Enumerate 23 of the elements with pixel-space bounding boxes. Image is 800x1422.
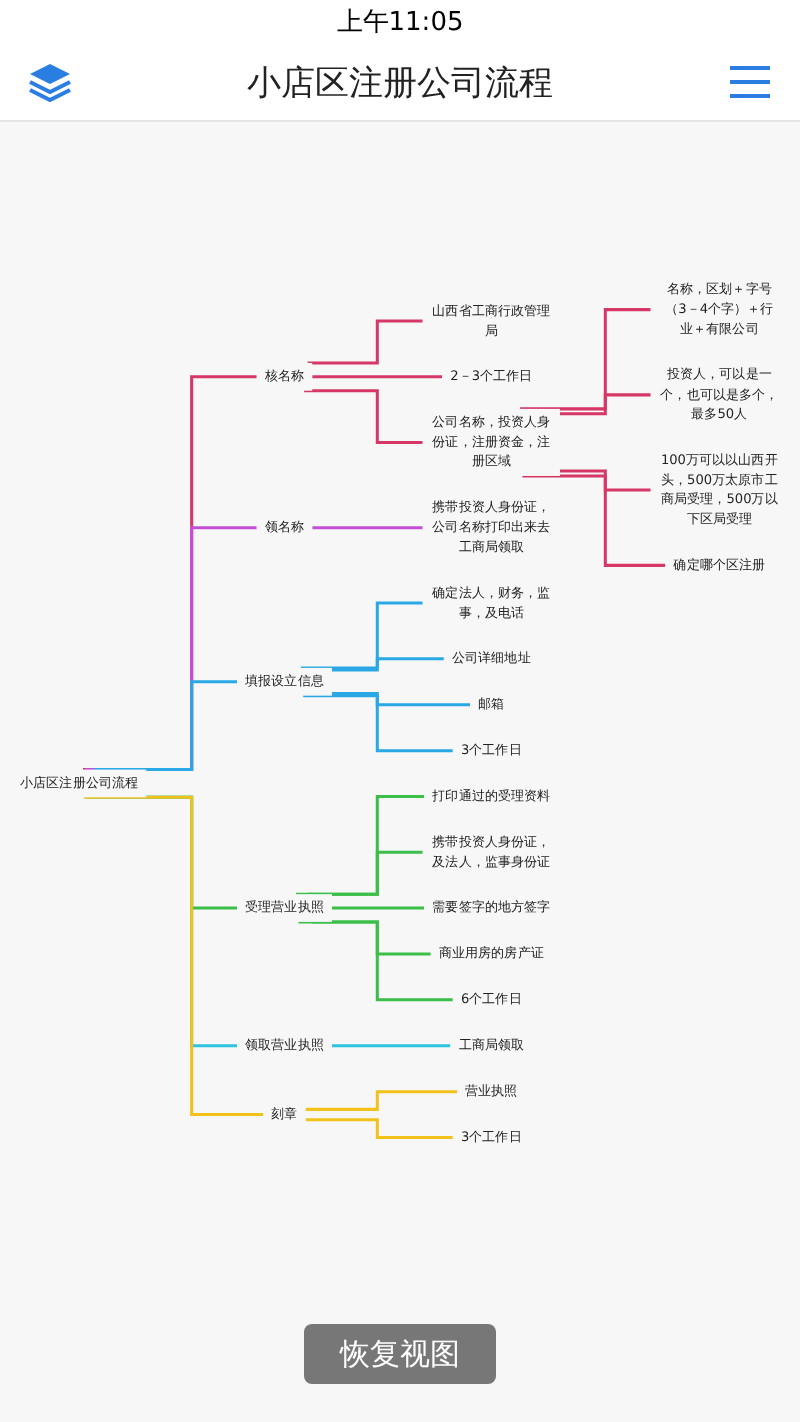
connector [305,1118,455,1140]
connector [300,601,425,670]
connector [303,694,455,753]
connector [312,526,425,530]
connector [305,1090,459,1112]
connector [331,1044,452,1048]
connector [304,389,425,445]
page-title: 小店区注册公司流程 [247,61,553,105]
connector [307,851,425,896]
status-time: 上午11:05 [336,6,464,40]
connector [559,469,653,492]
connector [94,680,239,772]
connector [331,692,472,707]
connector [520,308,653,411]
connector [312,375,444,379]
connector [331,906,426,910]
connector [559,393,653,416]
connector [522,474,667,568]
connector [298,920,455,1002]
restore-view-button: 恢复视图 [304,1324,496,1384]
connector [296,795,426,896]
connector [331,657,446,672]
connector [307,319,425,365]
